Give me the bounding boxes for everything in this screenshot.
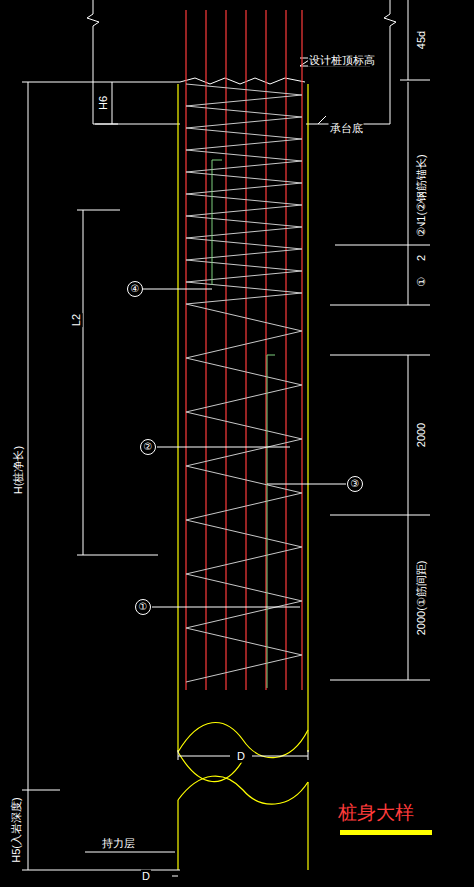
- dimension-label: H5(入岩深度): [10, 796, 23, 863]
- rebar-line: [185, 10, 186, 690]
- dimension-label: 持力层: [101, 837, 136, 850]
- rebar-line: [265, 10, 266, 690]
- dimension-label: ①: [415, 276, 428, 288]
- dimension-label: D: [236, 750, 246, 763]
- title-underline: [340, 830, 432, 835]
- callout-circle: ①: [135, 599, 151, 615]
- dimension-label: H(桩净长): [12, 445, 25, 495]
- dimension-label: 设计桩顶标高: [308, 54, 376, 67]
- drawing-title: 桩身大样: [338, 800, 414, 826]
- dimension-label: LN1(②钢筋锚长): [415, 153, 428, 236]
- dimension-label: 45d: [415, 30, 428, 50]
- callout-circle: ②: [140, 439, 156, 455]
- dimension-label: 承台底: [329, 122, 364, 135]
- rebar-line: [301, 10, 302, 690]
- stiffener-ring: [212, 160, 275, 688]
- dimension-label: L2: [70, 313, 83, 327]
- callout-number: ①: [139, 602, 148, 612]
- callout-number: ④: [131, 284, 140, 294]
- pile-outline: [178, 84, 308, 870]
- dimension-label: 2000(①筋间距): [415, 560, 428, 637]
- spiral-path: [186, 84, 302, 682]
- callout-circle: ④: [127, 281, 143, 297]
- callout-circle: ③: [347, 476, 363, 492]
- dimension-lines: [22, 0, 430, 876]
- longitudinal-bars: [186, 10, 302, 690]
- dimension-label: 2000: [415, 422, 428, 448]
- dimension-label: D: [141, 870, 151, 883]
- dimension-label: 2: [415, 254, 428, 262]
- callout-number: ②: [144, 442, 153, 452]
- rebar-line: [225, 10, 226, 690]
- spiral-stirrup: [186, 84, 302, 682]
- dimension-label: ②: [415, 226, 428, 238]
- rebar-line: [285, 10, 286, 690]
- callout-number: ③: [351, 479, 360, 489]
- dimension-label: H6: [97, 95, 110, 111]
- pile-cap: [87, 0, 396, 124]
- rebar-line: [205, 10, 206, 690]
